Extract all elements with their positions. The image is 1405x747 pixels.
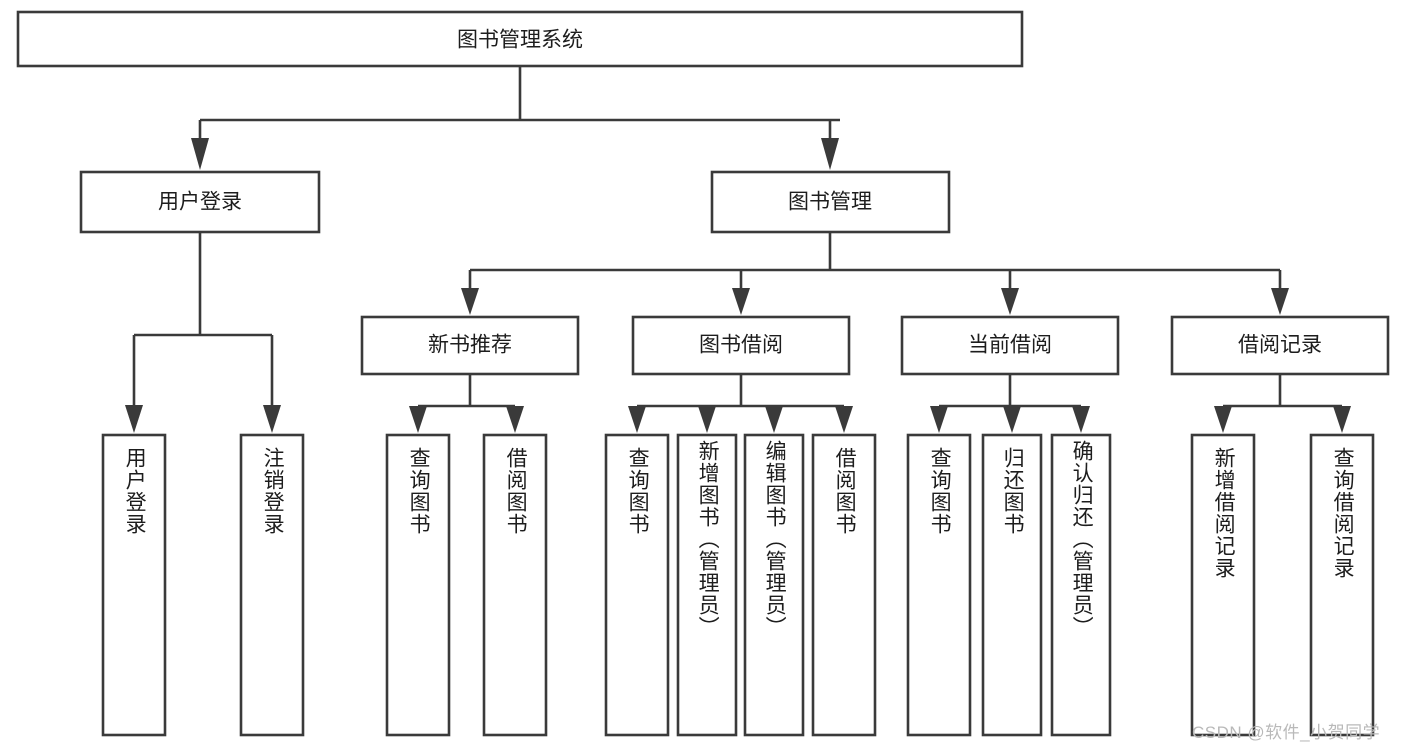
leaf-label-edit-book: 编辑图书（管理员） — [763, 440, 787, 638]
arrow-to-borrow-record — [1271, 288, 1289, 315]
leaf-label-user-login: 用户登录 — [123, 447, 147, 535]
arrow-to-new-book-rec — [461, 288, 479, 315]
arrow-leaf-user-login — [125, 405, 143, 433]
leaf-label-wrap-confirm-return: 确认归还（管理员） — [1052, 440, 1110, 735]
leaf-label-wrap-add-book: 新增图书（管理员） — [678, 440, 736, 735]
leaf-label-wrap-user-login: 用户登录 — [103, 447, 165, 735]
node-book-management-label: 图书管理 — [788, 191, 872, 214]
arrow-to-user-login — [191, 138, 209, 170]
arrow-leaf-logout — [263, 405, 281, 433]
node-leaf-return-book[interactable] — [981, 433, 1043, 737]
node-borrow-record-label: 借阅记录 — [1238, 334, 1322, 357]
node-book-borrow[interactable] — [631, 315, 851, 376]
node-root-label: 图书管理系统 — [457, 29, 583, 52]
node-leaf-borrow-book[interactable] — [811, 433, 877, 737]
node-layer: 图书管理系统 用户登录 图书管理 新书推荐 图书借阅 当前借阅 借阅记录 — [16, 10, 1390, 737]
leaf-label-wrap-logout: 注销登录 — [241, 447, 303, 735]
arrow-leaf-query-book-2 — [628, 406, 646, 433]
node-leaf-query-borrow-record[interactable] — [1309, 433, 1375, 737]
arrow-leaf-add-book — [698, 406, 716, 433]
node-borrow-record[interactable] — [1170, 315, 1390, 376]
csdn-watermark: CSDN @软件_小贺同学 — [1192, 723, 1381, 742]
leaf-label-borrow-book-rec: 借阅图书 — [504, 447, 528, 535]
node-leaf-edit-book[interactable] — [743, 433, 805, 737]
arrow-leaf-query-book-1 — [409, 406, 427, 433]
leaf-label-wrap-add-borrow-record: 新增借阅记录 — [1192, 447, 1254, 735]
node-book-management[interactable] — [710, 170, 951, 234]
leaf-label-query-borrow-record: 查询借阅记录 — [1331, 447, 1355, 579]
node-leaf-query-book-current[interactable] — [906, 433, 972, 737]
node-leaf-query-book-rec[interactable] — [385, 433, 451, 737]
leaf-label-query-book-current: 查询图书 — [928, 447, 952, 535]
node-current-borrow[interactable] — [900, 315, 1120, 376]
node-user-login-label: 用户登录 — [158, 191, 242, 214]
arrow-leaf-confirm-return — [1072, 406, 1090, 433]
arrow-leaf-add-record — [1214, 406, 1232, 433]
arrow-leaf-borrow-book-2 — [835, 406, 853, 433]
node-leaf-user-login[interactable] — [101, 433, 167, 737]
leaf-label-wrap-query-book-rec: 查询图书 — [387, 447, 449, 735]
connector-layer — [125, 66, 1351, 433]
arrow-to-current-borrow — [1001, 288, 1019, 315]
node-root[interactable] — [16, 10, 1024, 68]
node-leaf-logout[interactable] — [239, 433, 305, 737]
leaf-label-borrow-book: 借阅图书 — [833, 447, 857, 535]
node-leaf-query-book-borrow[interactable] — [604, 433, 670, 737]
arrow-leaf-query-book-3 — [930, 406, 948, 433]
leaf-label-wrap-borrow-book: 借阅图书 — [813, 447, 875, 735]
leaf-label-return-book: 归还图书 — [1001, 447, 1025, 535]
leaf-label-query-book-rec: 查询图书 — [407, 447, 431, 535]
node-new-book-recommend-label: 新书推荐 — [428, 334, 512, 357]
node-current-borrow-label: 当前借阅 — [968, 334, 1052, 357]
node-new-book-recommend[interactable] — [360, 315, 580, 376]
leaf-label-add-borrow-record: 新增借阅记录 — [1212, 447, 1236, 579]
arrow-leaf-edit-book — [765, 406, 783, 433]
node-leaf-add-borrow-record[interactable] — [1190, 433, 1256, 737]
arrow-to-book-borrow — [732, 288, 750, 315]
node-leaf-borrow-book-rec[interactable] — [482, 433, 548, 737]
arrow-to-book-mgmt — [821, 138, 839, 170]
node-leaf-add-book[interactable] — [676, 433, 738, 737]
arrow-leaf-return-book — [1003, 406, 1021, 433]
arrow-leaf-borrow-book-1 — [506, 406, 524, 433]
node-user-login[interactable] — [79, 170, 321, 234]
leaf-label-wrap-return-book: 归还图书 — [983, 447, 1041, 735]
leaf-label-logout: 注销登录 — [261, 447, 285, 535]
leaf-label-wrap-edit-book: 编辑图书（管理员） — [745, 440, 803, 735]
node-book-borrow-label: 图书借阅 — [699, 334, 783, 357]
leaf-label-add-book: 新增图书（管理员） — [696, 440, 720, 638]
arrow-leaf-query-record — [1333, 406, 1351, 433]
leaf-label-wrap-query-borrow-record: 查询借阅记录 — [1311, 447, 1373, 735]
node-leaf-confirm-return[interactable] — [1050, 433, 1112, 737]
leaf-label-wrap-query-book-current: 查询图书 — [908, 447, 970, 735]
leaf-label-wrap-query-book-borrow: 查询图书 — [606, 447, 668, 735]
leaf-label-query-book-borrow: 查询图书 — [626, 447, 650, 535]
leaf-label-confirm-return: 确认归还（管理员） — [1070, 440, 1094, 638]
leaf-label-wrap-borrow-book-rec: 借阅图书 — [484, 447, 546, 735]
